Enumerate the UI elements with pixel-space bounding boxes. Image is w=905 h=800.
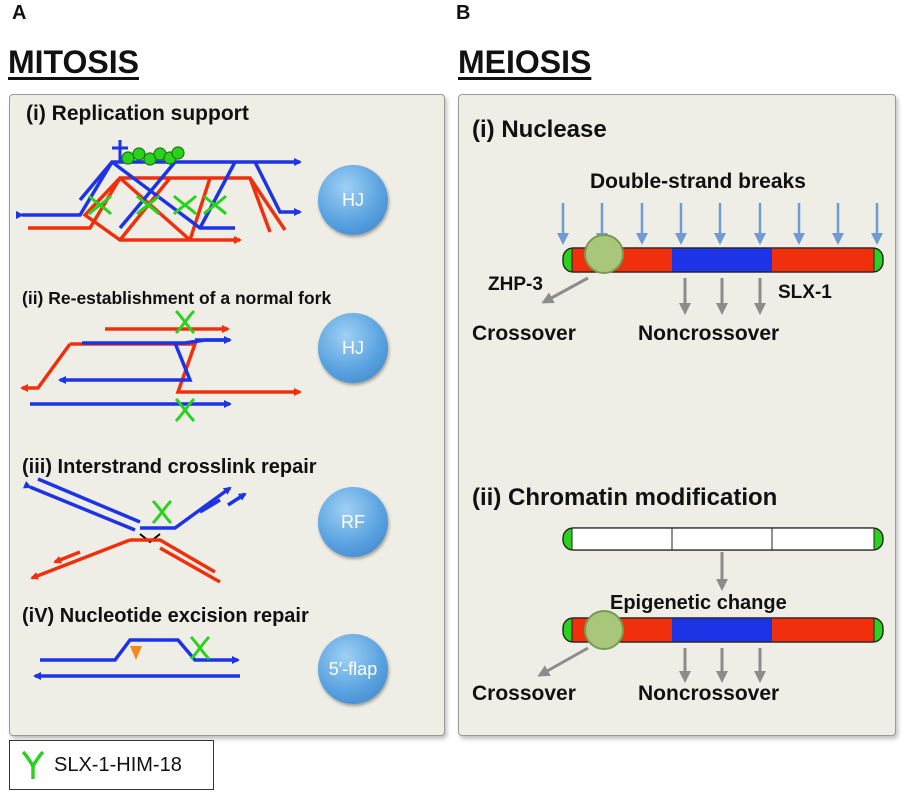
crosslink-repair-heading: (iii) Interstrand crosslink repair xyxy=(22,456,317,478)
dsb-label: Double-strand breaks xyxy=(590,170,806,193)
nuclease-noncrossover-label: Noncrossover xyxy=(638,322,780,345)
chromosome-2 xyxy=(562,527,884,591)
normal-fork-diagram xyxy=(20,309,302,423)
nuclease-crossover-label: Crossover xyxy=(472,322,576,345)
chromatin-crossover-label: Crossover xyxy=(472,682,576,705)
nuclease-outcome-arrows xyxy=(541,276,766,315)
chromatin-noncrossover-label: Noncrossover xyxy=(638,682,780,705)
replication-support-heading: (i) Replication support xyxy=(26,102,249,125)
epigenetic-label: Epigenetic change xyxy=(610,592,787,614)
zhp3-label: ZHP-3 xyxy=(488,274,543,295)
slx1-label: SLX-1 xyxy=(778,282,832,303)
chromatin-heading: (ii) Chromatin modification xyxy=(472,484,778,511)
rf-bubble: RF xyxy=(318,487,388,557)
excision-repair-diagram xyxy=(33,635,240,680)
chromatin-outcome-arrows xyxy=(537,646,766,683)
scissors-icon xyxy=(21,750,45,779)
legend-label: SLX-1-HIM-18 xyxy=(54,753,182,776)
dsb-arrows xyxy=(557,203,883,245)
mitosis-title: MITOSIS xyxy=(8,44,139,80)
chromosome-3 xyxy=(562,610,884,650)
panel-b-letter: B xyxy=(456,2,471,24)
crosslink-repair-diagram xyxy=(22,477,247,584)
normal-fork-heading: (ii) Re-establishment of a normal fork xyxy=(22,288,332,308)
nuclease-heading: (i) Nuclease xyxy=(472,116,607,143)
chromosome-1 xyxy=(562,234,884,274)
flap-bubble: 5′-flap xyxy=(318,634,388,704)
panel-a-letter: A xyxy=(12,2,27,24)
hj-bubble-1: HJ xyxy=(318,165,388,235)
replication-support-diagram xyxy=(16,140,300,244)
excision-repair-heading: (iV) Nucleotide excision repair xyxy=(22,605,309,627)
legend: SLX-1-HIM-18 xyxy=(9,740,214,790)
meiosis-title: MEIOSIS xyxy=(458,44,592,80)
hj-bubble-2: HJ xyxy=(318,313,388,383)
